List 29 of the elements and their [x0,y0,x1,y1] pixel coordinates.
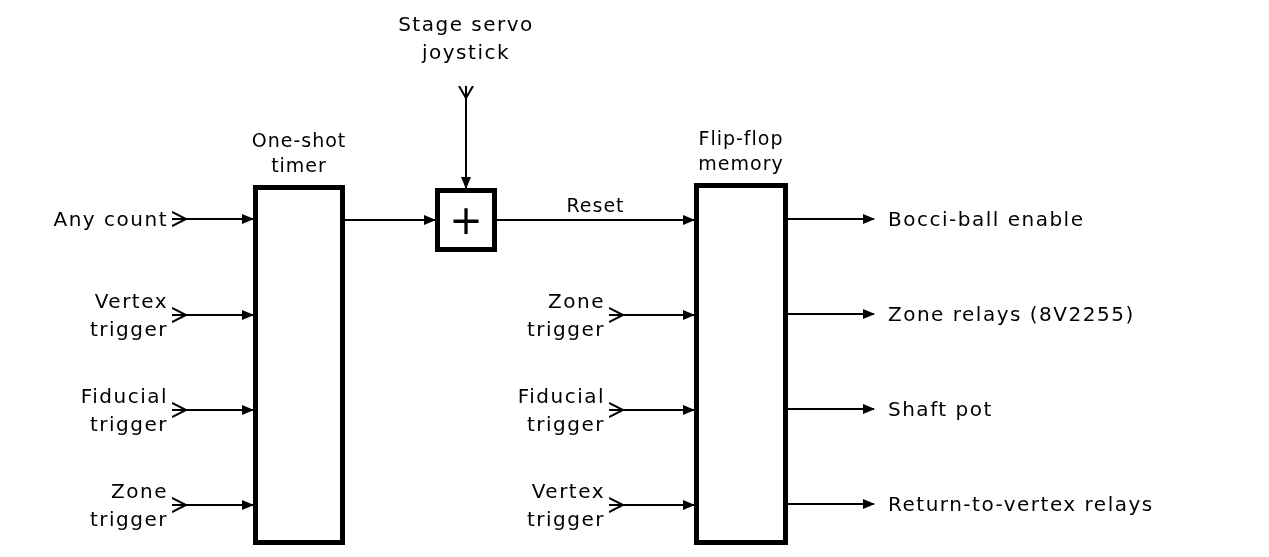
arrow [458,85,474,189]
block-title: One-shot timer [250,127,348,179]
signal-label: Bocci-ball enable [874,203,1266,235]
signal-label: Fiducial trigger [475,379,605,441]
arrow [608,307,695,323]
arrow [787,214,875,224]
arrow [787,404,875,414]
signal-label: Zone relays (8V2255) [874,298,1266,330]
arrow [171,402,254,418]
arrow [787,309,875,319]
arrow [171,497,254,513]
signal-label: Vertex trigger [40,284,168,346]
arrow [171,211,254,227]
signal-label: Fiducial trigger [40,379,168,441]
signal-label: Vertex trigger [475,474,605,536]
arrow [344,215,436,225]
summing-junction-box: + [435,188,497,252]
signal-label: Return-to-vertex relays [874,488,1266,520]
signal-label: Zone trigger [475,284,605,346]
signal-label: Zone trigger [40,474,168,536]
block-title: Flip-flop memory [697,125,785,177]
arrow [171,307,254,323]
arrow [608,497,695,513]
arrow [787,499,875,509]
arrow [496,215,695,225]
signal-label: Stage servo joystick [376,6,556,70]
signal-label: Shaft pot [874,393,1266,425]
arrow [608,402,695,418]
signal-label: Any count [10,203,168,235]
